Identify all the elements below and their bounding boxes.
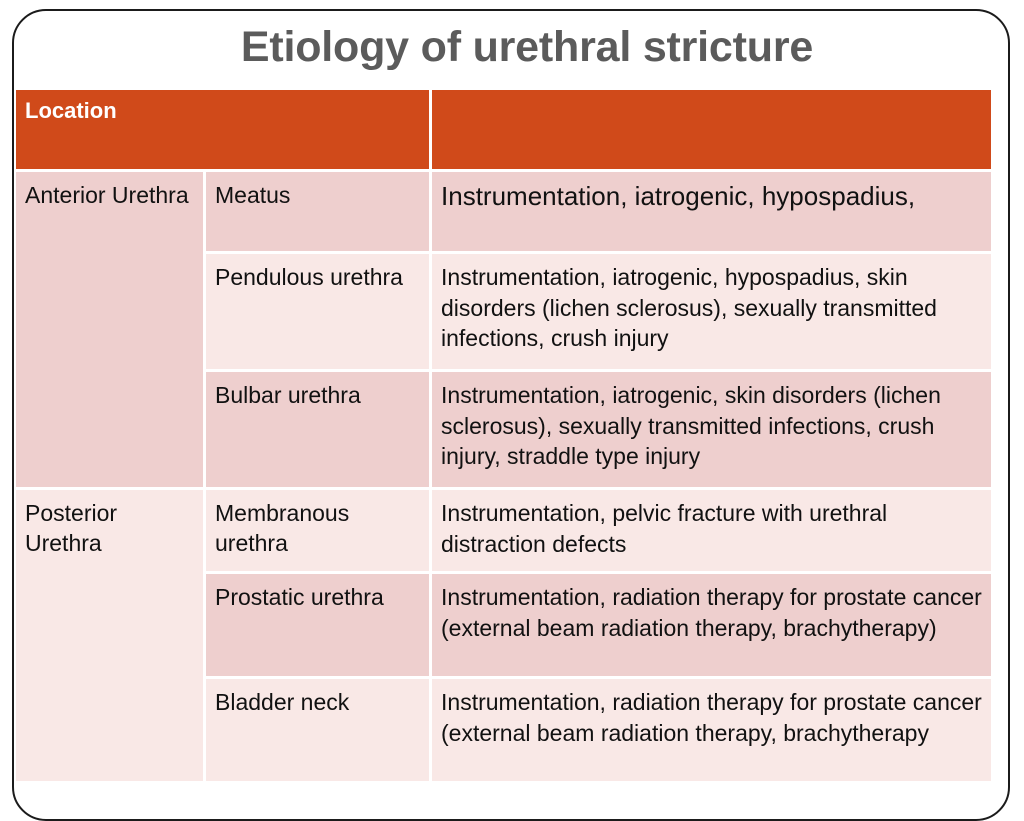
table-row: Anterior Urethra Meatus Instrumentation,… xyxy=(16,172,992,490)
table-row: Bladder neck Instrumentation, radiation … xyxy=(16,679,992,784)
table-row: Prostatic urethra Instrumentation, radia… xyxy=(16,574,992,679)
cause-cell-bulbar-urethra: Instrumentation, iatrogenic, skin disord… xyxy=(432,372,992,490)
part-cell-prostatic-urethra: Prostatic urethra xyxy=(206,574,433,679)
table-header-row: Location xyxy=(16,90,992,172)
part-cell-bladder-neck: Bladder neck xyxy=(206,679,433,784)
cause-cell-meatus: Instrumentation, iatrogenic, hypospadius… xyxy=(432,172,992,254)
part-cell-bulbar-urethra: Bulbar urethra xyxy=(206,372,433,490)
cause-cell-membranous-urethra: Instrumentation, pelvic fracture with ur… xyxy=(432,490,992,574)
table-header-causes xyxy=(432,90,992,172)
table-row: Pendulous urethra Instrumentation, iatro… xyxy=(16,254,992,372)
cause-cell-prostatic-urethra: Instrumentation, radiation therapy for p… xyxy=(432,574,992,679)
location-cell-posterior: Posterior Urethra xyxy=(16,490,206,784)
cause-cell-pendulous-urethra: Instrumentation, iatrogenic, hypospadius… xyxy=(432,254,992,372)
part-cell-pendulous-urethra: Pendulous urethra xyxy=(206,254,433,372)
etiology-table: Location Anterior Urethra Meatus Instrum… xyxy=(16,90,992,784)
cause-cell-bladder-neck: Instrumentation, radiation therapy for p… xyxy=(432,679,992,784)
part-cell-meatus: Meatus xyxy=(206,172,433,254)
location-cell-anterior: Anterior Urethra xyxy=(16,172,206,490)
page-title: Etiology of urethral stricture xyxy=(240,23,814,71)
table-row: Posterior Urethra Membranous urethra Ins… xyxy=(16,490,992,784)
table-header-location: Location xyxy=(16,90,433,172)
table-row: Bulbar urethra Instrumentation, iatrogen… xyxy=(16,372,992,490)
part-cell-membranous-urethra: Membranous urethra xyxy=(206,490,433,574)
